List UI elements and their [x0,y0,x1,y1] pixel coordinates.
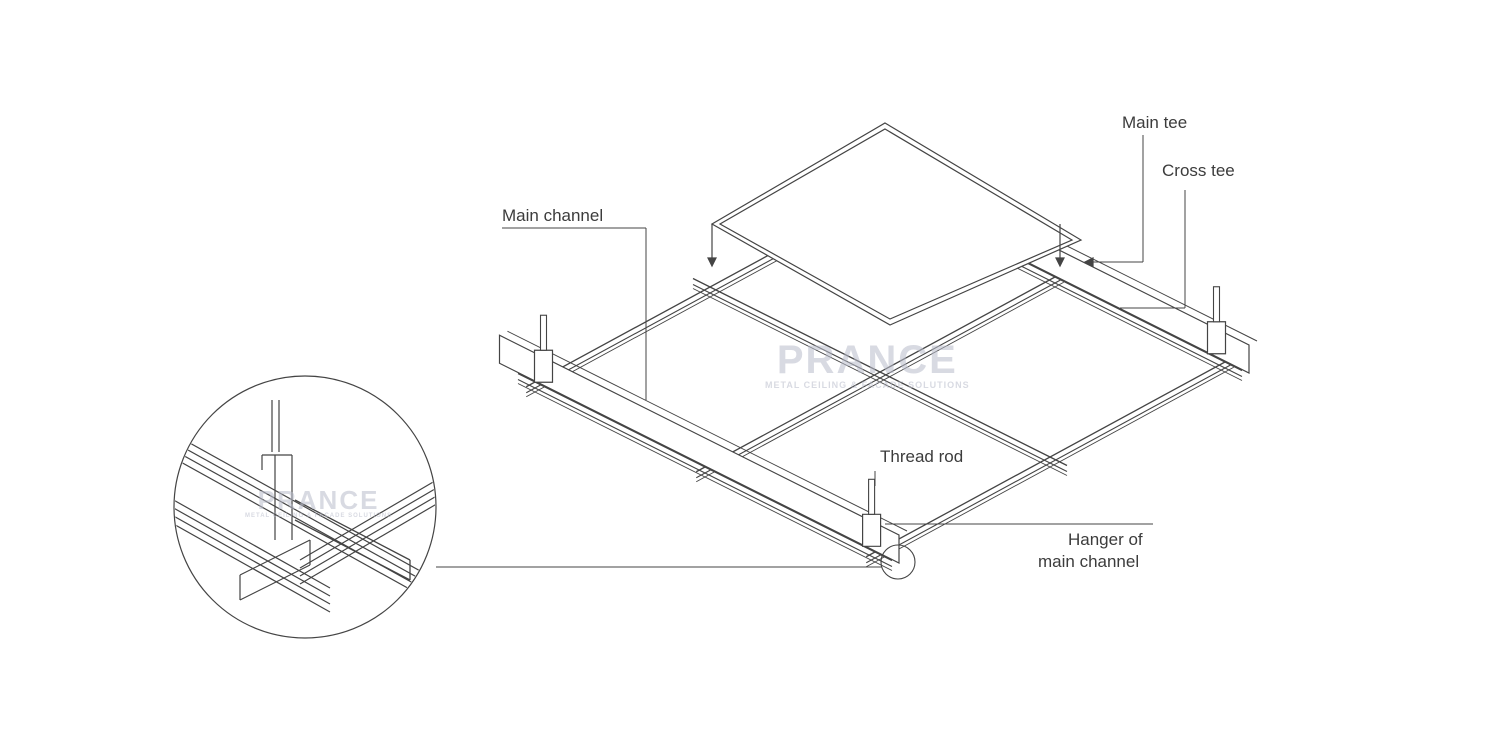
label-hanger-line2: main channel [1038,552,1140,571]
watermark-detail: PRANCE METAL CEILING & FACADE SOLUTIONS [245,487,392,519]
cross-tee [695,271,1065,473]
cross-tee-flange [695,277,1065,479]
thread-rod-hanger [861,513,882,547]
label-cross-tee: Cross tee [1162,161,1235,180]
watermark-brand: PRANCE [257,485,380,515]
ceiling-panel-inner [718,128,1074,320]
watermark-main: PRANCE METAL CEILING & FACADE SOLUTIONS [765,340,970,390]
main-channel-front [498,334,900,564]
arrow-head [1083,257,1094,267]
thread-rod-hanger [1206,321,1227,355]
detail-magnifier-circle [173,375,437,639]
thread-rod [868,478,876,515]
label-main-channel: Main channel [502,206,604,225]
cross-tee-bulb [866,366,1234,568]
label-thread-rod: Thread rod [880,447,964,466]
label-main-tee: Main tee [1122,113,1188,132]
watermark-tagline: METAL CEILING & FACADE SOLUTIONS [245,513,393,519]
label-hanger-line1: Hanger of [1068,530,1143,549]
main-channel-front-top [507,330,908,532]
cross-tee-flange [865,362,1235,564]
watermark-brand: PRANCE [776,338,958,382]
arrow-head [707,257,717,268]
detail-view [175,400,435,613]
thread-rod [1212,286,1221,323]
cross-tee-bulb [696,281,1064,483]
ceiling-panel [710,122,1083,326]
thread-rod [539,314,548,351]
detail-focus-circle [880,544,916,580]
thread-rod-hanger [533,349,554,383]
arrow-head [1055,257,1065,268]
watermark-tagline: METAL CEILING & FACADE SOLUTIONS [765,380,970,390]
